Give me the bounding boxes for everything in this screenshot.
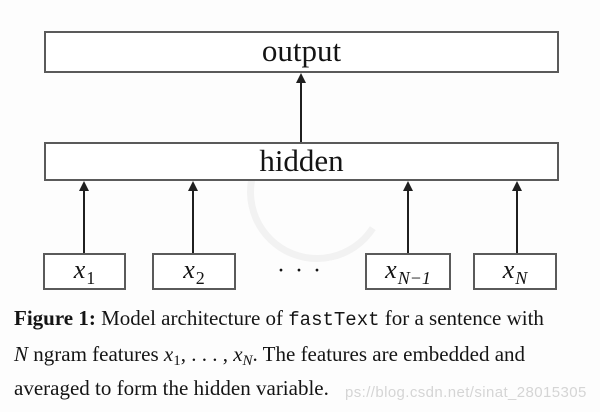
math-subscript: N−1	[397, 267, 431, 288]
input-label-x1: x1	[73, 254, 96, 288]
caption-line-1: Figure 1: Model architecture of fastText…	[14, 301, 594, 337]
caption-figure-label: Figure 1:	[14, 306, 96, 330]
watermark-url-text: ps://blog.csdn.net/sinat_28015305	[345, 384, 587, 401]
input-box-xn: xN	[473, 253, 557, 290]
arrow-shaft	[192, 188, 194, 253]
math-subscript: N	[242, 353, 253, 369]
caption-line-2: N ngram features x1, . . . , xN. The fea…	[14, 337, 594, 371]
caption-text: , . . . ,	[180, 342, 234, 366]
input-box-x1: x1	[43, 253, 126, 290]
watermark-ring	[233, 108, 401, 276]
arrowhead-up-icon	[296, 73, 306, 83]
arrowhead-up-icon	[512, 181, 522, 191]
hidden-node-label: hidden	[259, 142, 344, 178]
arrowhead-up-icon	[403, 181, 413, 191]
caption-text: . The features are embedded and	[252, 342, 526, 366]
math-subscript: 2	[195, 267, 205, 288]
math-var: x	[502, 254, 515, 284]
math-var: x	[385, 254, 397, 284]
arrow-shaft	[407, 188, 409, 253]
caption-text: Model architecture of	[95, 306, 289, 330]
input-box-x2: x2	[152, 253, 236, 290]
arrow-x2-to-hidden	[187, 181, 199, 253]
input-label-x2: x2	[183, 254, 205, 288]
math-var: N	[14, 342, 29, 366]
input-box-xn-1: xN−1	[365, 253, 451, 290]
output-node-box: output	[44, 31, 559, 73]
arrow-x1-to-hidden	[78, 181, 90, 253]
arrow-shaft	[300, 80, 302, 142]
math-var: x	[163, 342, 174, 366]
arrow-shaft	[516, 188, 518, 253]
caption-text: ngram features	[28, 342, 164, 366]
arrow-xn1-to-hidden	[402, 181, 414, 253]
arrowhead-up-icon	[188, 181, 198, 191]
hidden-node-box: hidden	[44, 142, 559, 181]
math-var: x	[233, 342, 243, 366]
math-var: x	[183, 254, 195, 284]
caption-text: for a sentence with	[379, 306, 544, 330]
arrowhead-up-icon	[79, 181, 89, 191]
ellipsis-dots: · · ·	[277, 257, 323, 284]
figure-caption: Figure 1: Model architecture of fastText…	[14, 301, 594, 405]
caption-code-fasttext: fastText	[288, 309, 380, 331]
arrow-hidden-to-output	[295, 73, 307, 142]
math-subscript: 1	[86, 267, 96, 288]
output-node-label: output	[261, 33, 342, 68]
arrow-shaft	[83, 188, 85, 253]
caption-line-3: averaged to form the hidden variable.	[14, 376, 329, 400]
math-subscript: N	[515, 267, 528, 288]
math-subscript: 1	[173, 353, 181, 369]
arrow-xn-to-hidden	[511, 181, 523, 253]
math-var: x	[73, 254, 86, 284]
input-label-xn-1: xN−1	[385, 254, 431, 288]
input-label-xn: xN	[502, 254, 528, 288]
